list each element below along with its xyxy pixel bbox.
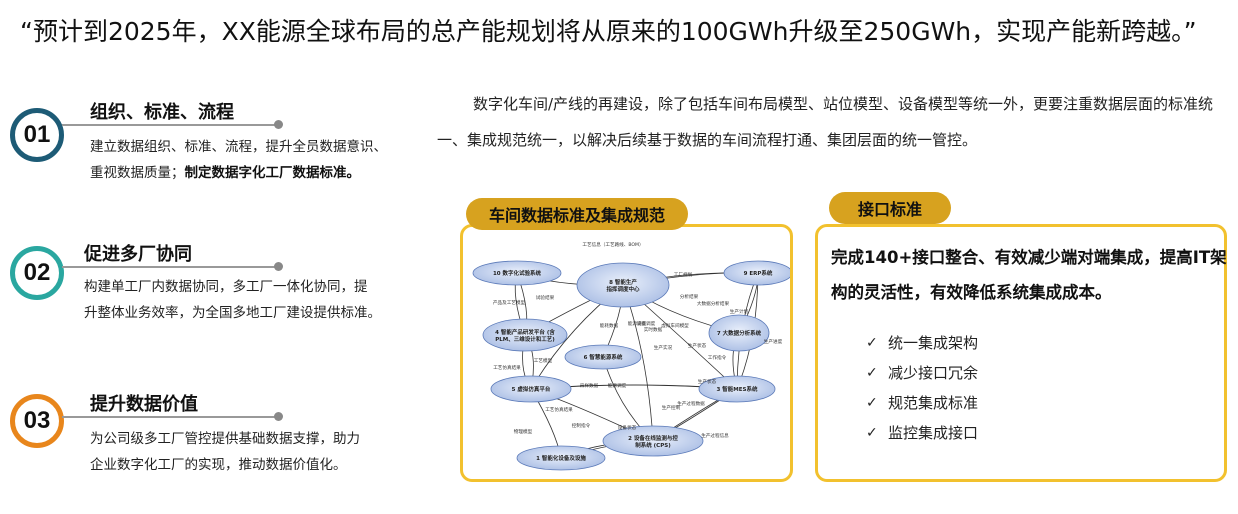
diagram-node-label: 10 数字化试验系统 bbox=[493, 269, 542, 277]
diagram-edge-label: 生产过程数据 bbox=[677, 400, 705, 407]
diagram-edge-label: 工艺仿真结果 bbox=[493, 364, 521, 371]
desc-line: 重视数据质量；制定数据字化工厂数据标准。 bbox=[90, 160, 420, 186]
diagram-edge-label: 工作指令 bbox=[708, 354, 727, 361]
diagram-node bbox=[516, 445, 606, 471]
desc-line: 为公司级多工厂管控提供基础数据支撑，助力 bbox=[90, 431, 360, 447]
divider-dot bbox=[274, 412, 283, 421]
diagram-edge-label: 生产实况 bbox=[654, 344, 673, 351]
diagram-node-label: 1 智能化设备及设施 bbox=[536, 454, 586, 462]
interface-summary: 完成140+接口整合、有效减少端对端集成，提高IT架构的灵活性，有效降低系统集成… bbox=[831, 248, 1227, 302]
check-item: ✓ 统一集成架构 bbox=[866, 328, 978, 358]
diagram-node-label: 7 大数据分析系统 bbox=[717, 329, 762, 337]
page-title: “预计到2025年，XX能源全球布局的总产能规划将从原来的100GWh升级至25… bbox=[20, 17, 1197, 46]
system-diagram: 10 数字化试验系统 8 智能生产指挥调度中心 9 ERP系统 4 智能产品研发平台 … bbox=[472, 241, 790, 471]
diagram-node bbox=[723, 260, 790, 286]
diagram-edge-label: 试验结果 bbox=[536, 294, 555, 301]
diagram-edge-label: 生产进度 bbox=[764, 338, 783, 345]
diagram-node-label: 3 智能MES系统 bbox=[717, 385, 758, 393]
diagram-edge-label: 实时数据 bbox=[644, 326, 663, 333]
diagram-edge-label: 产品及工艺模型 bbox=[493, 299, 526, 306]
diagram-edge-label: 能耗数据 bbox=[600, 322, 619, 329]
diagram-edge-label: 工厂规划 bbox=[674, 271, 693, 278]
diagram-edge-label: 虚拟车间模型 bbox=[661, 322, 689, 329]
diagram-panel-tag: 车间数据标准及集成规范 bbox=[466, 198, 688, 230]
number-badge-01: 01 bbox=[10, 108, 64, 162]
diagram-edge-label: 大数据分析结果 bbox=[697, 300, 730, 307]
check-icon: ✓ bbox=[866, 425, 878, 441]
checklist: ✓ 统一集成架构 ✓ 减少接口冗余 ✓ 规范集成标准 ✓ 监控集成接口 bbox=[866, 328, 978, 448]
item-desc-03: 为公司级多工厂管控提供基础数据支撑，助力 企业数字化工厂的实现，推动数据价值化。 bbox=[90, 426, 420, 478]
diagram-node-label: 9 ERP系统 bbox=[744, 269, 773, 277]
diagram-edge-label: 能源调度 bbox=[628, 320, 647, 327]
item-02: 02 促进多厂协同 构建单工厂内数据协同，多工厂一体化协同，提 升整体业务效率，… bbox=[0, 234, 420, 334]
item-heading-03: 提升数据价值 bbox=[90, 394, 198, 415]
item-heading-02: 促进多厂协同 bbox=[84, 244, 192, 265]
diagram-edge-label: 设备调度 bbox=[637, 320, 656, 327]
diagram-node-label: 2 设备在线监测与控制系统 (CPS) bbox=[628, 434, 678, 449]
desc-line: 构建单工厂内数据协同，多工厂一体化协同，提 bbox=[84, 279, 368, 295]
diagram-node bbox=[698, 375, 776, 403]
check-item: ✓ 规范集成标准 bbox=[866, 388, 978, 418]
desc-bold: 制定数据字化工厂数据标准。 bbox=[184, 165, 361, 181]
divider-line bbox=[62, 266, 278, 268]
check-label: 规范集成标准 bbox=[888, 394, 979, 412]
diagram-edge-label: 生产控制 bbox=[662, 404, 681, 411]
diagram-node bbox=[472, 260, 562, 286]
item-03: 03 提升数据价值 为公司级多工厂管控提供基础数据支撑，助力 企业数字化工厂的实… bbox=[0, 384, 420, 484]
check-item: ✓ 监控集成接口 bbox=[866, 418, 978, 448]
diagram-edge-label: 工艺模型 bbox=[534, 357, 553, 364]
desc-plain: 重视数据质量； bbox=[90, 165, 185, 181]
diagram-panel: 10 数字化试验系统 8 智能生产指挥调度中心 9 ERP系统 4 智能产品研发平台 … bbox=[460, 224, 793, 482]
diagram-edge-label: 生产状态 bbox=[688, 342, 707, 349]
item-heading-01: 组织、标准、流程 bbox=[90, 102, 234, 123]
item-desc-01: 建立数据组织、标准、流程，提升全员数据意识、 重视数据质量；制定数据字化工厂数据… bbox=[90, 134, 420, 186]
divider-line bbox=[62, 124, 278, 126]
diagram-edge-label: 分析结果 bbox=[680, 293, 699, 300]
diagram-edge-label: 能源调度 bbox=[608, 382, 627, 389]
number-badge-03: 03 bbox=[10, 394, 64, 448]
check-icon: ✓ bbox=[866, 335, 878, 351]
diagram-edge-label: 控制指令 bbox=[572, 422, 591, 429]
diagram-node-label: 5 虚拟仿真平台 bbox=[512, 385, 551, 393]
check-item: ✓ 减少接口冗余 bbox=[866, 358, 978, 388]
desc-line: 升整体业务效率，为全国多地工厂建设提供标准。 bbox=[84, 305, 381, 321]
diagram-edge-label: 工艺信息（工艺路线、BOM） bbox=[582, 241, 643, 248]
diagram-node-label: 6 智慧能源系统 bbox=[584, 353, 623, 361]
diagram-node bbox=[576, 262, 670, 308]
divider-dot bbox=[274, 120, 283, 129]
check-icon: ✓ bbox=[866, 395, 878, 411]
intro-paragraph: 数字化车间/产线的再建设，除了包括车间布局模型、站位模型、设备模型等统一外，更要… bbox=[437, 95, 1214, 149]
diagram-edge-label: 采样数据 bbox=[580, 382, 599, 389]
diagram-node bbox=[490, 375, 572, 403]
check-icon: ✓ bbox=[866, 365, 878, 381]
diagram-edge-label: 工艺仿真结果 bbox=[545, 406, 573, 413]
diagram-edge-label: 生产计划 bbox=[730, 308, 749, 315]
check-label: 减少接口冗余 bbox=[888, 364, 979, 382]
interface-panel bbox=[815, 224, 1227, 482]
item-desc-02: 构建单工厂内数据协同，多工厂一体化协同，提 升整体业务效率，为全国多地工厂建设提… bbox=[84, 274, 420, 326]
diagram-node bbox=[602, 425, 704, 457]
diagram-edge-label: 物理模型 bbox=[514, 428, 533, 435]
diagram-edge-label: 生产状态 bbox=[698, 378, 717, 385]
diagram-edge-label: 生产过程信息 bbox=[701, 432, 729, 439]
divider-line bbox=[62, 416, 278, 418]
diagram-node-label: 8 智能生产指挥调度中心 bbox=[606, 278, 640, 293]
number-badge-02: 02 bbox=[10, 246, 64, 300]
diagram-edge-label: 设备状态 bbox=[618, 424, 637, 431]
diagram-node bbox=[708, 314, 770, 352]
check-label: 统一集成架构 bbox=[888, 334, 979, 352]
divider-dot bbox=[274, 262, 283, 271]
check-label: 监控集成接口 bbox=[888, 424, 979, 442]
desc-line: 建立数据组织、标准、流程，提升全员数据意识、 bbox=[90, 139, 387, 155]
diagram-node bbox=[482, 318, 568, 352]
desc-line: 企业数字化工厂的实现，推动数据价值化。 bbox=[90, 457, 347, 473]
interface-panel-tag: 接口标准 bbox=[829, 192, 951, 224]
diagram-node bbox=[564, 344, 642, 370]
item-01: 01 组织、标准、流程 建立数据组织、标准、流程，提升全员数据意识、 重视数据质… bbox=[0, 92, 420, 192]
